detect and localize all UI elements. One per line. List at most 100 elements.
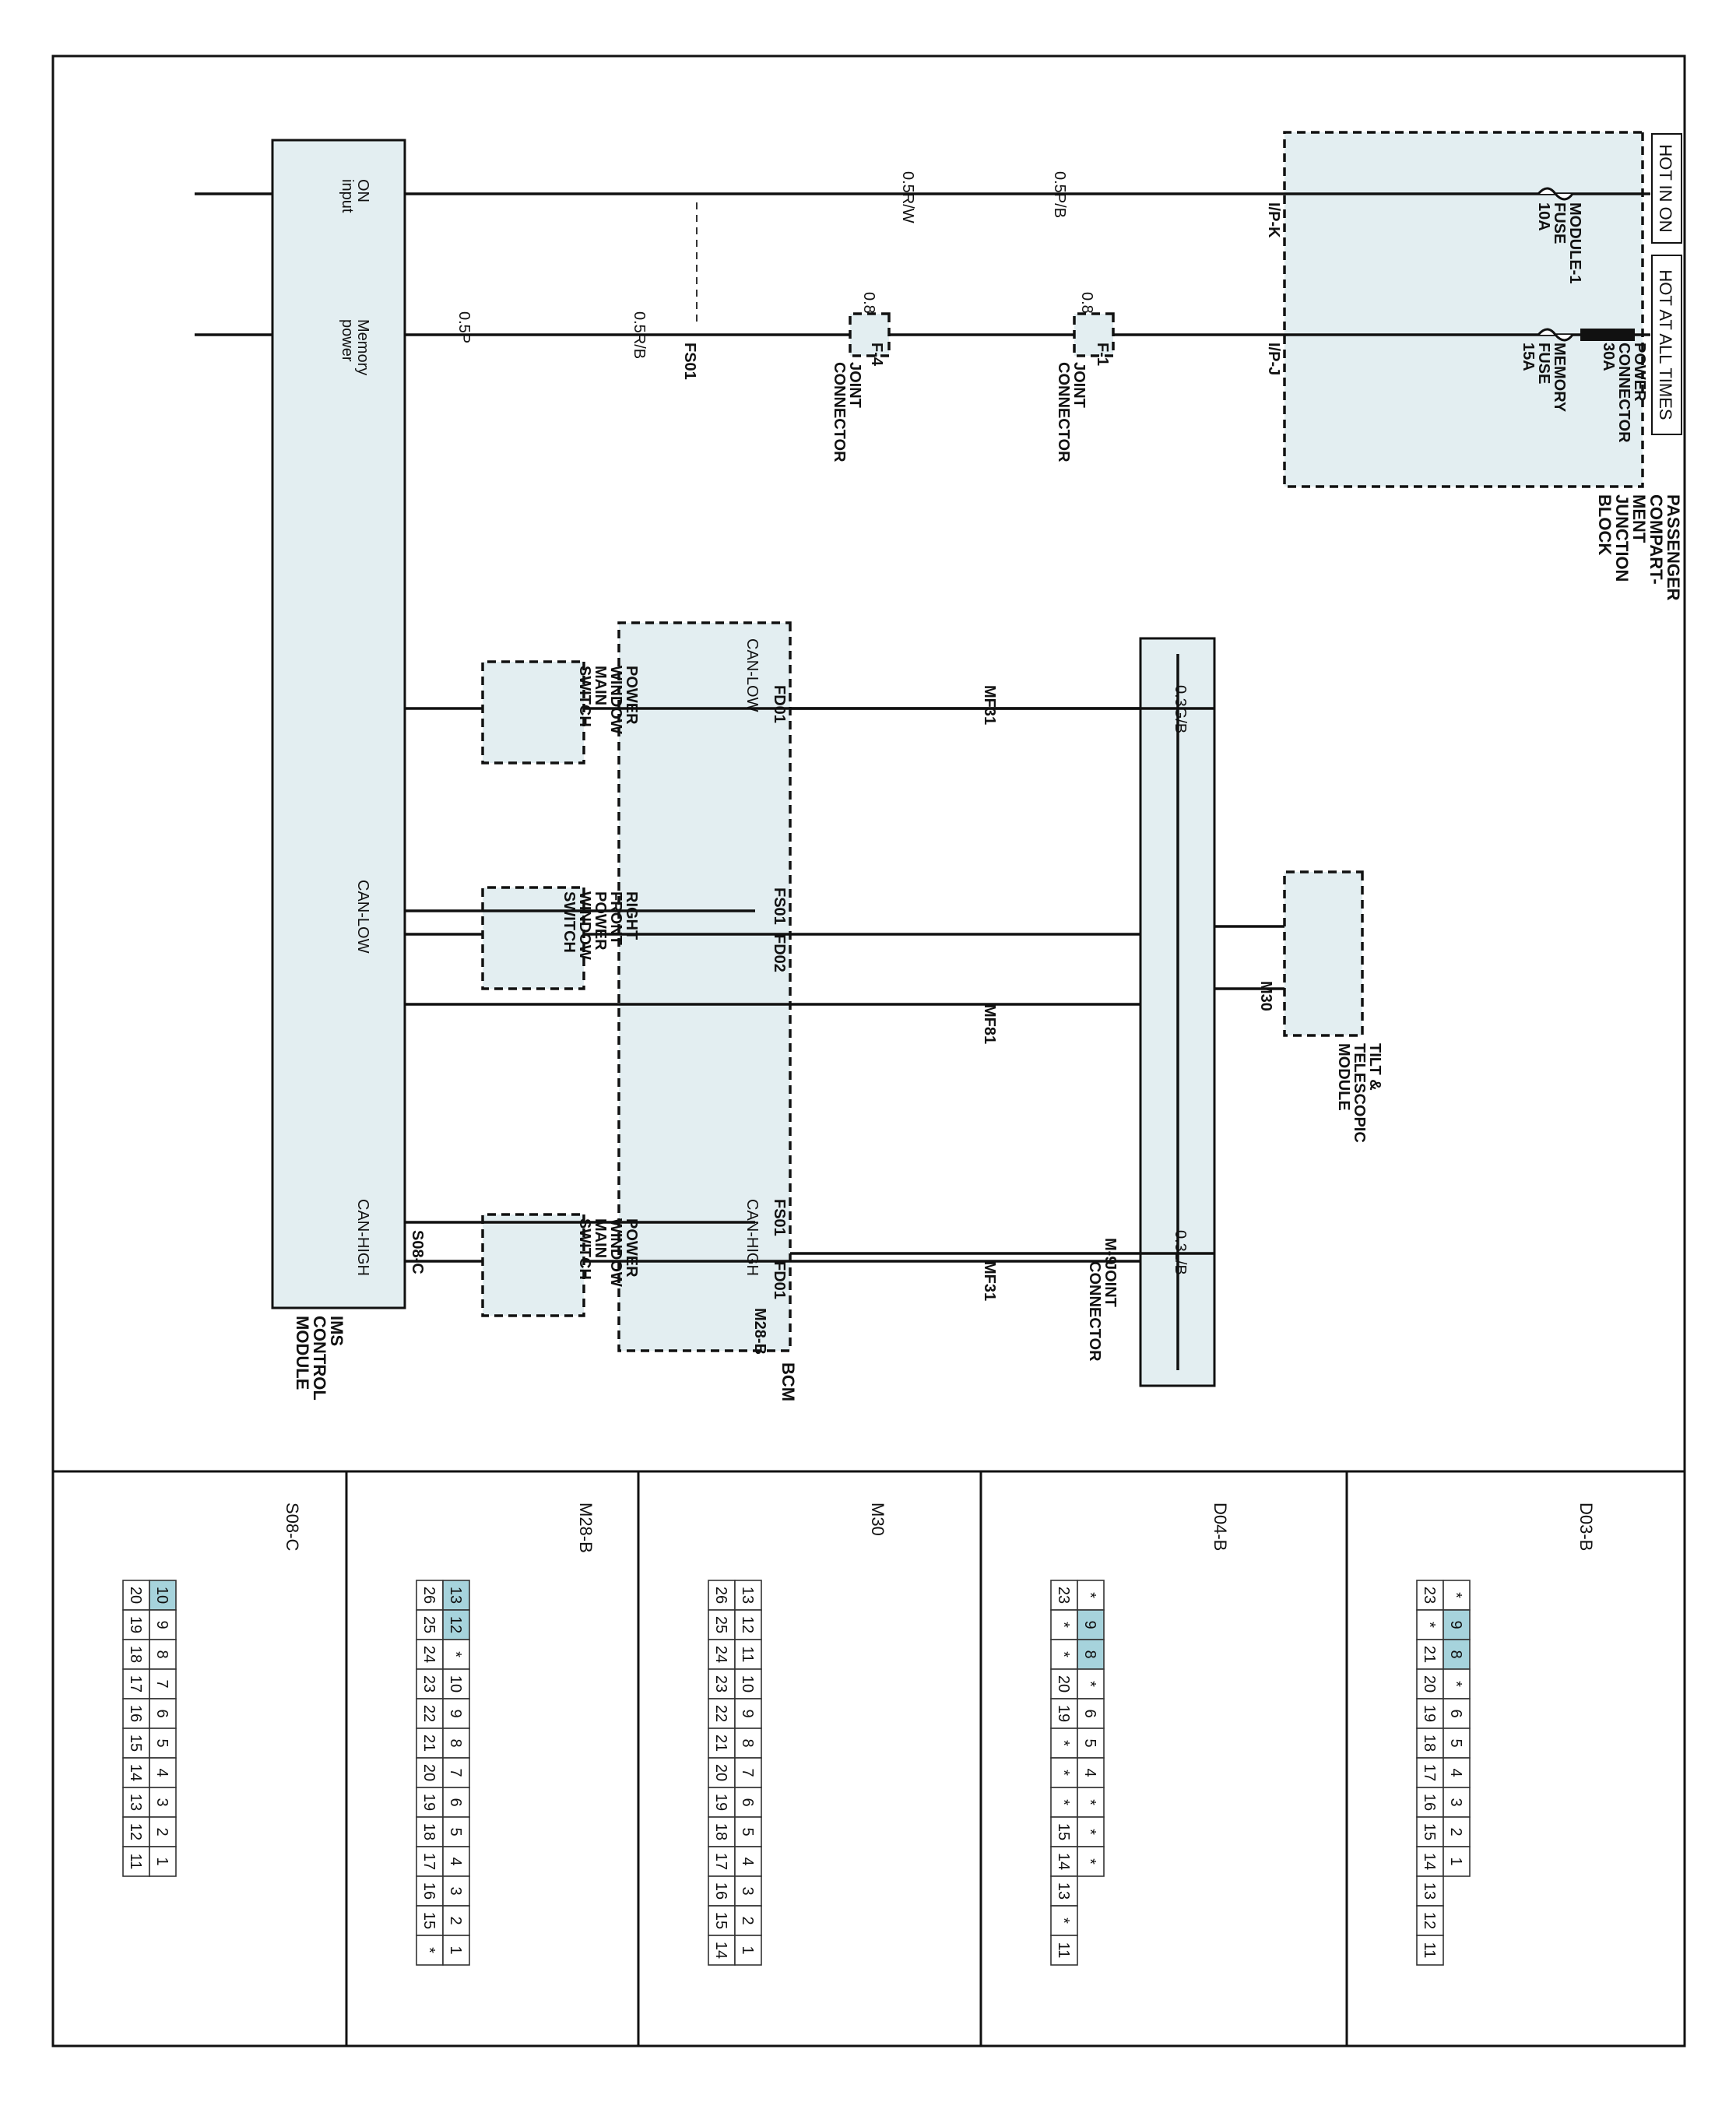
- svg-text:D03-B: D03-B: [1576, 1503, 1596, 1551]
- svg-text:CAN-HIGH: CAN-HIGH: [743, 1199, 761, 1276]
- module1-fuse-icon: [1537, 187, 1574, 201]
- svg-text:0.5P: 0.5P: [455, 311, 473, 343]
- svg-text:M30: M30: [868, 1503, 887, 1536]
- svg-text:FD01: FD01: [771, 685, 788, 723]
- page-frame: [51, 54, 1686, 2048]
- svg-text:0.3L/B: 0.3L/B: [1172, 1230, 1189, 1275]
- svg-text:3: 3: [739, 1886, 756, 1895]
- svg-text:FD01: FD01: [771, 1261, 788, 1299]
- svg-text:MEMORYFUSE15A: MEMORYFUSE15A: [1520, 343, 1568, 413]
- svg-text:*: *: [447, 1651, 464, 1657]
- svg-text:13: 13: [739, 1587, 756, 1604]
- svg-text:9: 9: [1081, 1620, 1098, 1629]
- ims-control-module: [271, 139, 406, 1309]
- svg-text:21: 21: [420, 1735, 438, 1752]
- svg-text:10: 10: [447, 1675, 464, 1692]
- svg-text:16: 16: [712, 1882, 729, 1900]
- svg-text:13: 13: [447, 1587, 464, 1604]
- svg-text:*: *: [1081, 1799, 1098, 1805]
- svg-text:20: 20: [1055, 1675, 1072, 1692]
- svg-text:14: 14: [1055, 1853, 1072, 1870]
- svg-text:6: 6: [1447, 1709, 1464, 1717]
- svg-text:18: 18: [420, 1823, 438, 1840]
- svg-text:8: 8: [1081, 1650, 1098, 1658]
- svg-text:6: 6: [1081, 1709, 1098, 1717]
- svg-text:12: 12: [447, 1616, 464, 1633]
- svg-text:21: 21: [1421, 1646, 1438, 1663]
- svg-text:19: 19: [712, 1794, 729, 1811]
- svg-text:*: *: [1055, 1770, 1072, 1776]
- svg-text:1: 1: [153, 1857, 170, 1865]
- svg-text:7: 7: [739, 1768, 756, 1777]
- svg-text:11: 11: [739, 1647, 756, 1663]
- svg-text:*: *: [1447, 1681, 1464, 1687]
- svg-text:F-4: F-4: [868, 343, 885, 367]
- svg-text:RIGHTFRONTPOWERWINDOWSWITCH: RIGHTFRONTPOWERWINDOWSWITCH: [561, 891, 640, 960]
- svg-text:IMSCONTROLMODULE: IMSCONTROLMODULE: [293, 1316, 346, 1401]
- svg-text:14: 14: [127, 1764, 144, 1781]
- svg-text:4: 4: [447, 1857, 464, 1865]
- svg-text:19: 19: [1421, 1705, 1438, 1722]
- tilt-telescopic-module: [1283, 870, 1364, 1037]
- passenger-junction-block: [1283, 131, 1644, 488]
- svg-text:5: 5: [153, 1738, 170, 1747]
- svg-text:M28-B: M28-B: [751, 1308, 768, 1355]
- svg-text:11: 11: [127, 1854, 144, 1870]
- svg-text:25: 25: [712, 1616, 729, 1633]
- svg-text:MODULE-1FUSE10A: MODULE-1FUSE10A: [1535, 202, 1583, 283]
- svg-text:3: 3: [447, 1886, 464, 1895]
- svg-text:HOT AT ALL TIMES: HOT AT ALL TIMES: [1656, 269, 1675, 420]
- svg-text:MF31: MF31: [981, 685, 998, 725]
- svg-text:23: 23: [420, 1675, 438, 1692]
- svg-text:M-9: M-9: [1102, 1238, 1119, 1264]
- svg-text:17: 17: [1421, 1764, 1438, 1781]
- svg-text:16: 16: [420, 1882, 438, 1900]
- svg-text:12: 12: [739, 1616, 756, 1633]
- svg-text:*: *: [1081, 1592, 1098, 1598]
- svg-text:6: 6: [447, 1798, 464, 1806]
- svg-text:23: 23: [712, 1675, 729, 1692]
- svg-text:*: *: [1055, 1799, 1072, 1805]
- svg-text:M28-B: M28-B: [576, 1503, 596, 1553]
- svg-text:16: 16: [127, 1705, 144, 1722]
- svg-text:15: 15: [420, 1912, 438, 1929]
- svg-text:22: 22: [712, 1705, 729, 1722]
- svg-text:15: 15: [1421, 1823, 1438, 1840]
- connector-view-m28b: M28-B262524232221201918171615*1312*10987…: [416, 1503, 596, 1966]
- svg-text:*: *: [1055, 1622, 1072, 1628]
- svg-text:CAN-LOW: CAN-LOW: [743, 638, 761, 712]
- svg-text:3: 3: [153, 1798, 170, 1806]
- svg-text:14: 14: [712, 1942, 729, 1959]
- svg-text:13: 13: [127, 1794, 144, 1811]
- svg-text:S08-C: S08-C: [409, 1230, 426, 1274]
- svg-text:2: 2: [739, 1916, 756, 1924]
- power-window-main-switch-1: [481, 660, 585, 765]
- pcjb-label: PASSENGERCOMPART-MENTJUNCTIONBLOCK: [1595, 494, 1683, 601]
- svg-text:2: 2: [1447, 1827, 1464, 1836]
- joint-connector-f4: [849, 312, 891, 357]
- svg-text:0.5R/W: 0.5R/W: [899, 171, 916, 223]
- svg-text:10: 10: [739, 1675, 756, 1692]
- svg-text:JOINTCONNECTOR: JOINTCONNECTOR: [1055, 362, 1088, 462]
- svg-text:16: 16: [1421, 1794, 1438, 1811]
- joint-connector-f1: [1073, 312, 1115, 357]
- svg-text:17: 17: [127, 1675, 144, 1692]
- svg-text:24: 24: [712, 1646, 729, 1663]
- svg-text:POWERCONNECTOR30A: POWERCONNECTOR30A: [1600, 343, 1648, 443]
- svg-text:D04-B: D04-B: [1211, 1503, 1230, 1551]
- svg-text:19: 19: [420, 1794, 438, 1811]
- svg-text:19: 19: [1055, 1705, 1072, 1722]
- svg-text:5: 5: [1447, 1738, 1464, 1747]
- svg-text:12: 12: [1421, 1912, 1438, 1929]
- svg-text:POWERWINDOWMAINSWITCH: POWERWINDOWMAINSWITCH: [576, 1218, 640, 1287]
- svg-text:23: 23: [1055, 1587, 1072, 1604]
- svg-text:*: *: [1447, 1592, 1464, 1598]
- svg-text:2: 2: [447, 1916, 464, 1924]
- svg-text:20: 20: [420, 1764, 438, 1781]
- svg-text:TILT &TELESCOPICMODULE: TILT &TELESCOPICMODULE: [1335, 1043, 1383, 1143]
- svg-text:*: *: [1421, 1622, 1438, 1628]
- svg-text:19: 19: [127, 1616, 144, 1633]
- hot-at-all-times-tag: HOT AT ALL TIMES: [1651, 255, 1682, 435]
- svg-text:9: 9: [1447, 1620, 1464, 1629]
- svg-text:20: 20: [127, 1587, 144, 1604]
